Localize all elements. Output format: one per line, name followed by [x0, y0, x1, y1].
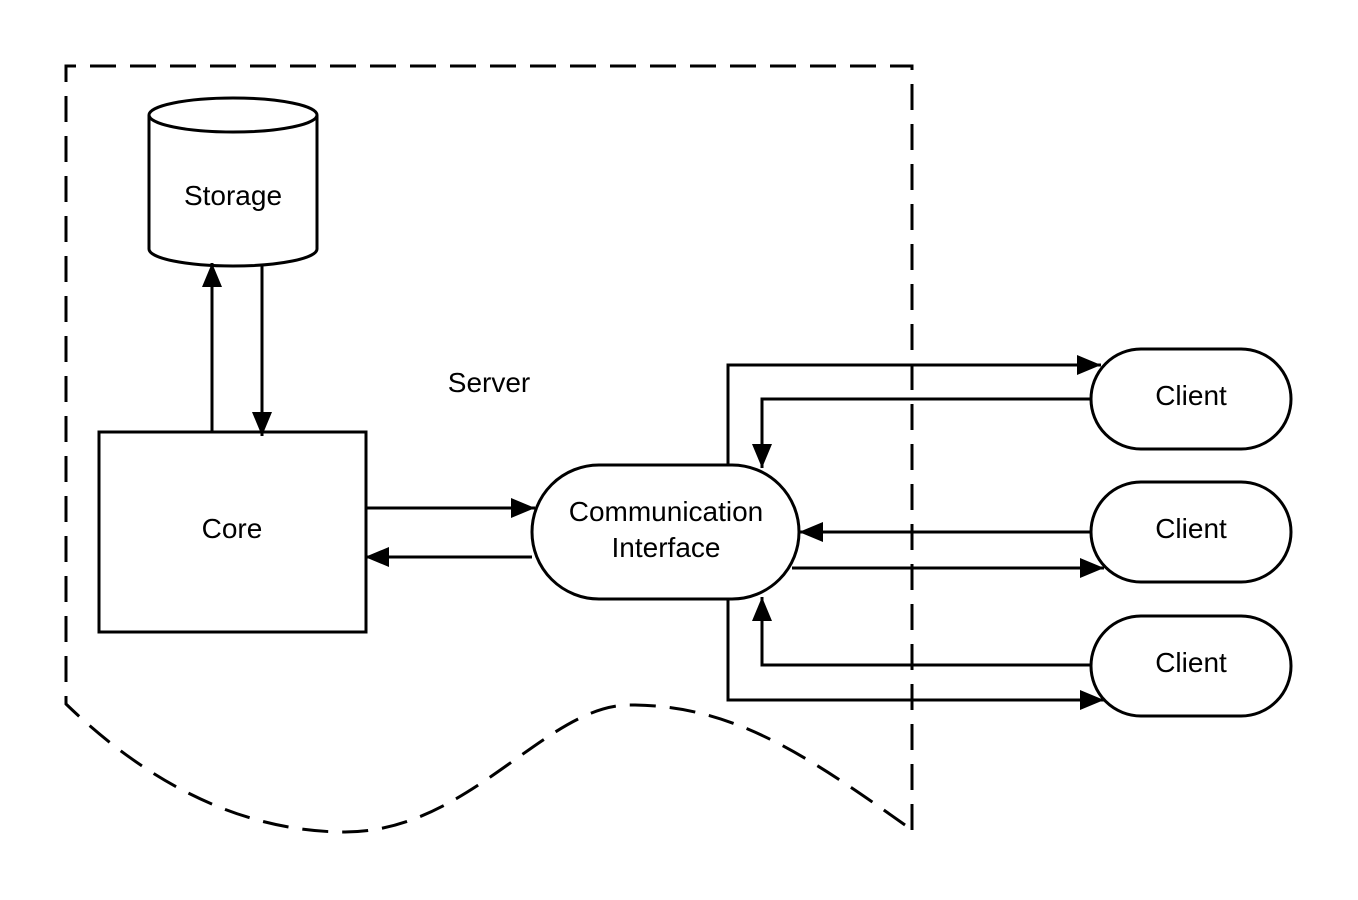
storage-database[interactable]: Storage: [147, 96, 319, 268]
server-label: Server: [448, 367, 530, 398]
arrow-comm-to-client-3: [726, 599, 1104, 710]
arrow-comm-to-client-1: [726, 355, 1101, 465]
client-1-label: Client: [1155, 380, 1227, 411]
client-2-label: Client: [1155, 513, 1227, 544]
client-1[interactable]: Client: [1089, 347, 1293, 451]
arrow-client-3-to-comm: [752, 597, 1091, 667]
storage-cylinder-top: [147, 96, 319, 134]
core-label: Core: [202, 513, 263, 544]
client-3-label: Client: [1155, 647, 1227, 678]
core-component[interactable]: Core: [97, 430, 368, 634]
server-boundary: [64, 64, 914, 834]
communication-interface-label-line2: Interface: [612, 532, 721, 563]
storage-cylinder-body: [147, 115, 319, 268]
client-3[interactable]: Client: [1089, 614, 1293, 718]
storage-label: Storage: [184, 180, 282, 211]
arrow-client-1-to-comm: [752, 397, 1091, 468]
client-2[interactable]: Client: [1089, 480, 1293, 584]
communication-interface-label-line1: Communication: [569, 496, 764, 527]
core-box: [97, 430, 368, 634]
communication-interface[interactable]: Communication Interface: [530, 463, 801, 601]
